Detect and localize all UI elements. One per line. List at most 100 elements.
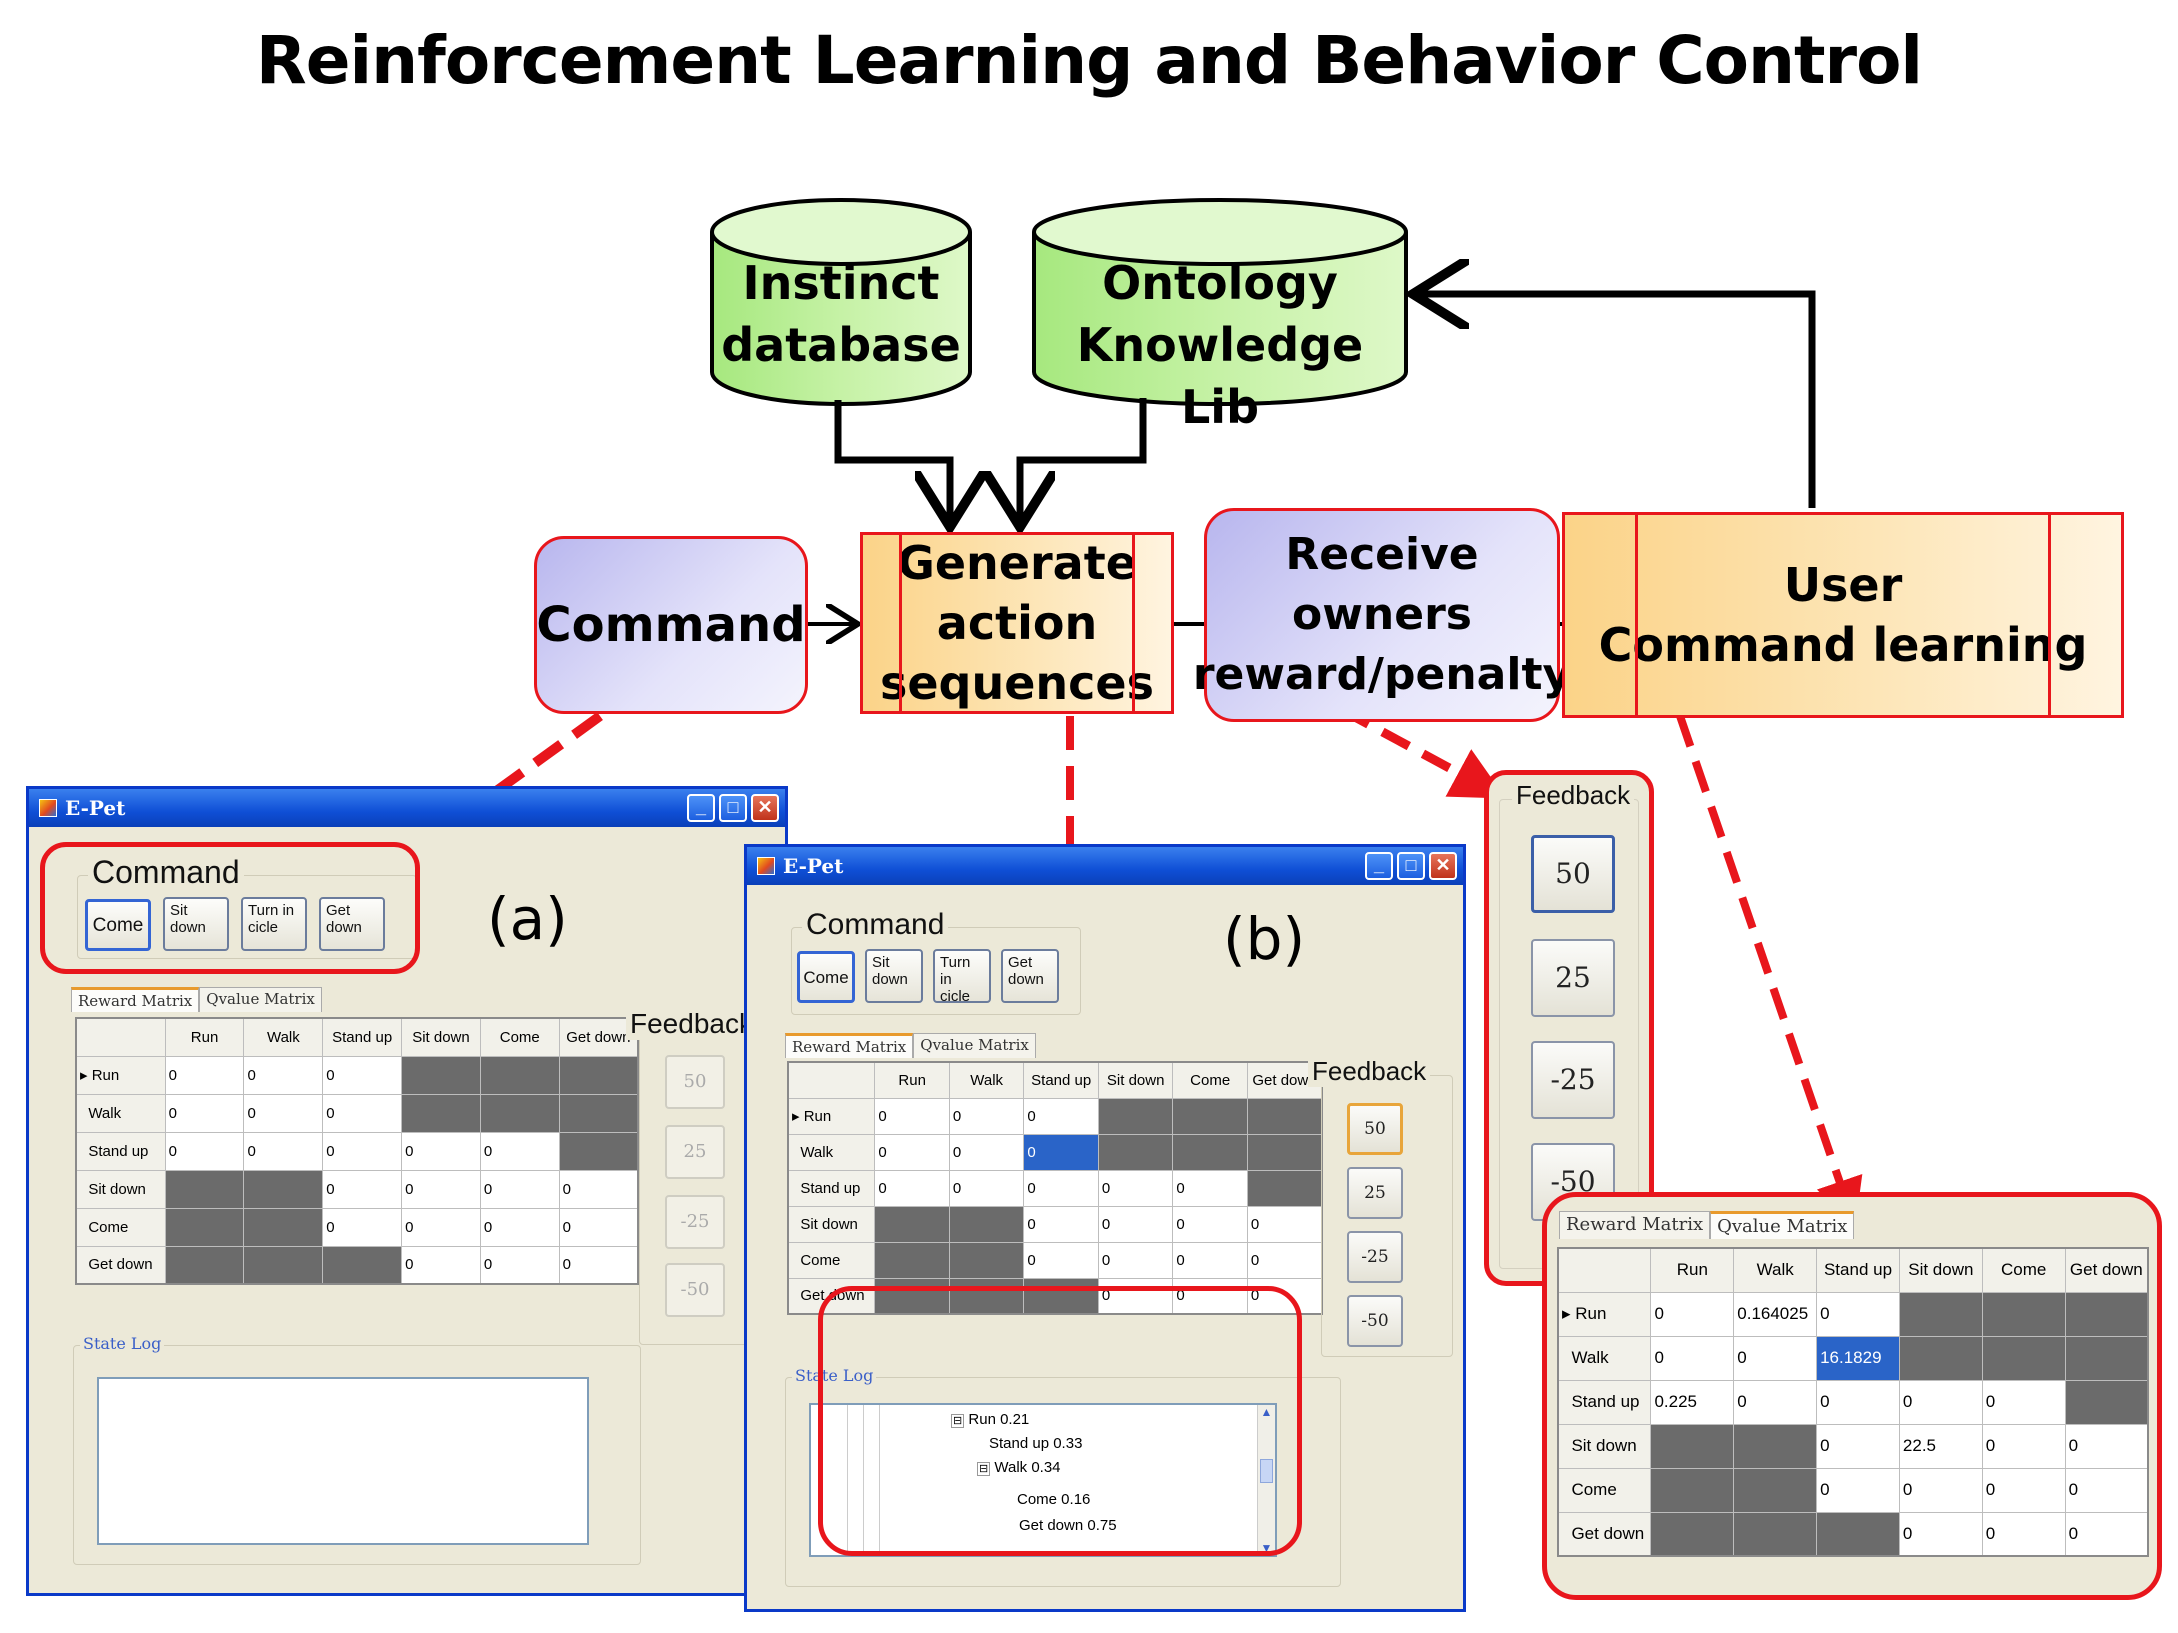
table-cell[interactable]: 0 <box>1172 1205 1248 1243</box>
feedback-25-button[interactable]: 25 <box>665 1125 725 1179</box>
table-cell[interactable]: 0 <box>243 1093 324 1133</box>
feedback-minus50-button[interactable]: -50 <box>665 1263 725 1317</box>
table-cell[interactable]: 0 <box>1816 1379 1900 1425</box>
table-cell[interactable]: 0 <box>1816 1467 1900 1513</box>
table-cell[interactable] <box>1981 1291 2066 1337</box>
turn-in-circle-button[interactable]: Turn in cicle <box>241 897 307 951</box>
scroll-up-icon[interactable]: ▲ <box>1260 1405 1273 1419</box>
table-cell[interactable] <box>401 1055 481 1095</box>
table-cell[interactable] <box>1733 1511 1818 1557</box>
column-header[interactable]: Run <box>874 1061 950 1099</box>
table-cell[interactable]: 0 <box>948 1097 1025 1135</box>
turn-in-circle-button[interactable]: Turn in cicle <box>933 949 991 1005</box>
table-cell[interactable]: 0 <box>558 1169 639 1209</box>
row-header[interactable]: ▸ Run <box>1557 1291 1652 1337</box>
minimize-button[interactable]: _ <box>687 794 715 822</box>
table-cell[interactable] <box>1172 1097 1248 1135</box>
feedback-25-button[interactable]: 25 <box>1347 1167 1403 1219</box>
table-cell[interactable]: 0 <box>401 1207 481 1247</box>
get-down-button[interactable]: Get down <box>1001 949 1059 1003</box>
table-cell[interactable] <box>2064 1291 2149 1337</box>
table-cell[interactable] <box>322 1245 403 1285</box>
table-cell[interactable] <box>164 1245 245 1285</box>
table-cell[interactable] <box>948 1277 1025 1315</box>
table-cell[interactable] <box>2064 1379 2149 1425</box>
row-header[interactable]: Sit down <box>1557 1423 1652 1469</box>
table-cell[interactable] <box>243 1207 324 1247</box>
table-cell[interactable] <box>164 1207 245 1247</box>
column-header[interactable] <box>787 1061 876 1099</box>
table-cell[interactable]: 0 <box>1172 1241 1248 1279</box>
table-cell[interactable] <box>1981 1335 2066 1381</box>
table-cell[interactable] <box>948 1205 1025 1243</box>
table-cell[interactable]: 0 <box>1981 1511 2066 1557</box>
table-cell[interactable] <box>1097 1133 1174 1171</box>
table-cell[interactable]: 0 <box>243 1055 324 1095</box>
table-cell[interactable]: 0 <box>164 1093 245 1133</box>
row-header[interactable]: Come <box>75 1207 166 1247</box>
table-cell[interactable] <box>1733 1467 1818 1513</box>
table-cell[interactable] <box>874 1241 950 1279</box>
table-cell[interactable]: 0 <box>1097 1277 1174 1315</box>
table-cell[interactable]: 0 <box>401 1131 481 1171</box>
table-cell[interactable]: 0 <box>874 1133 950 1171</box>
tree-node-stand-up[interactable]: Stand up 0.33 <box>989 1435 1083 1452</box>
window-a-titlebar[interactable]: E-Pet <box>29 789 785 827</box>
feedback-minus25-button[interactable]: -25 <box>665 1195 725 1249</box>
table-cell[interactable]: 0 <box>479 1245 560 1285</box>
table-cell[interactable]: 0 <box>401 1169 481 1209</box>
table-cell[interactable]: 0 <box>1816 1291 1900 1337</box>
column-header[interactable] <box>1557 1247 1652 1293</box>
table-cell[interactable] <box>558 1055 639 1095</box>
row-header[interactable]: ▸ Run <box>787 1097 876 1135</box>
table-cell[interactable] <box>479 1055 560 1095</box>
table-cell[interactable] <box>1650 1467 1735 1513</box>
come-button[interactable]: Come <box>85 899 151 951</box>
row-header[interactable]: Stand up <box>787 1169 876 1207</box>
column-header[interactable]: Stand up <box>1023 1061 1099 1099</box>
table-cell[interactable]: 0 <box>874 1169 950 1207</box>
table-cell[interactable]: 0 <box>1898 1379 1983 1425</box>
table-cell[interactable]: 0 <box>1650 1291 1735 1337</box>
table-cell[interactable] <box>1898 1291 1983 1337</box>
row-header[interactable]: ▸ Run <box>75 1055 166 1095</box>
maximize-button[interactable]: □ <box>719 794 747 822</box>
column-header[interactable]: Sit down <box>1097 1061 1174 1099</box>
table-cell[interactable] <box>948 1241 1025 1279</box>
table-cell[interactable] <box>874 1277 950 1315</box>
table-cell[interactable]: 0 <box>1097 1241 1174 1279</box>
row-header[interactable]: Come <box>1557 1467 1652 1513</box>
table-cell[interactable]: 0 <box>164 1131 245 1171</box>
column-header[interactable]: Come <box>1172 1061 1248 1099</box>
table-cell[interactable]: 0 <box>2064 1467 2149 1513</box>
column-header[interactable]: Run <box>164 1017 245 1057</box>
table-cell[interactable]: 0 <box>322 1055 403 1095</box>
table-cell[interactable]: 0 <box>1023 1097 1099 1135</box>
table-cell[interactable] <box>1246 1169 1323 1207</box>
table-cell[interactable]: 0 <box>322 1169 403 1209</box>
table-cell[interactable]: 0 <box>322 1207 403 1247</box>
column-header[interactable]: Stand up <box>322 1017 403 1057</box>
table-cell[interactable] <box>479 1093 560 1133</box>
tree-node-get-down[interactable]: Get down 0.75 <box>1019 1517 1117 1534</box>
table-cell[interactable]: 0 <box>1023 1169 1099 1207</box>
table-cell[interactable]: 0 <box>1246 1241 1323 1279</box>
table-cell[interactable]: 0 <box>322 1093 403 1133</box>
table-cell[interactable] <box>164 1169 245 1209</box>
feedback-zoom-25-button[interactable]: 25 <box>1531 939 1615 1017</box>
table-cell[interactable]: 0 <box>479 1169 560 1209</box>
column-header[interactable]: Come <box>1981 1247 2066 1293</box>
table-cell[interactable] <box>401 1093 481 1133</box>
row-header[interactable]: Come <box>787 1241 876 1279</box>
table-cell[interactable]: 16.1829 <box>1816 1335 1900 1381</box>
sit-down-button[interactable]: Sit down <box>163 897 229 951</box>
table-cell[interactable] <box>558 1093 639 1133</box>
